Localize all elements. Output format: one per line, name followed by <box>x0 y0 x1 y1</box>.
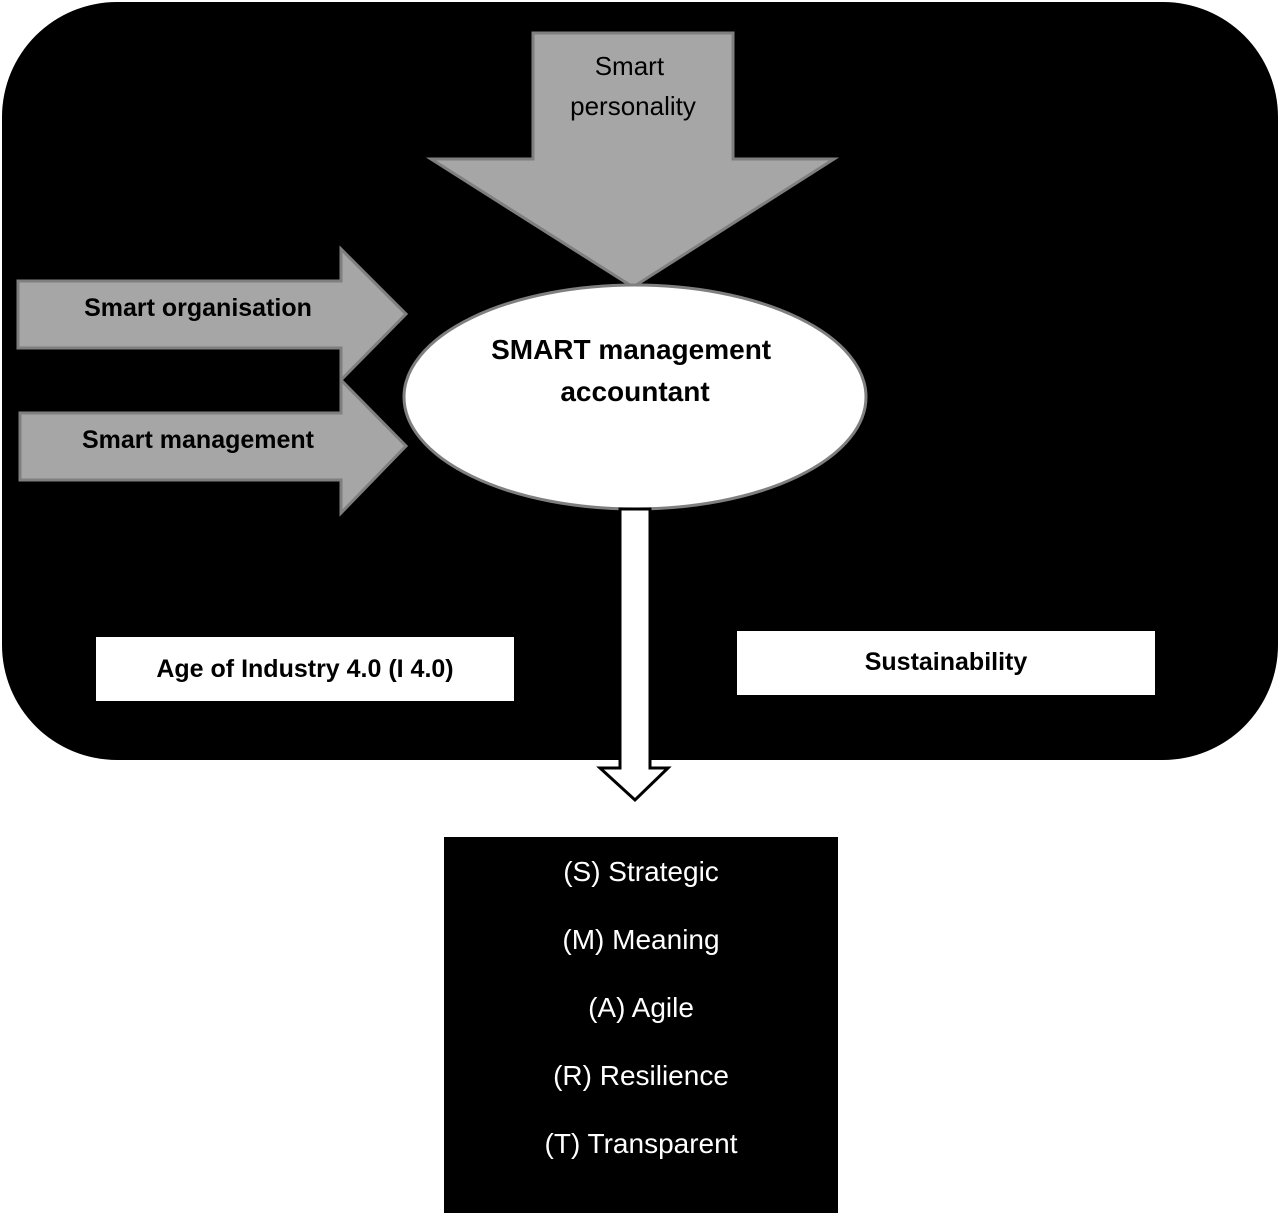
personality-line: personality <box>570 91 696 121</box>
outcome-item: (M) Meaning <box>562 924 719 955</box>
center-line: accountant <box>560 376 709 407</box>
outcome-item: (T) Transparent <box>545 1128 738 1159</box>
sustainability-label: Sustainability <box>865 648 1028 676</box>
management-arrow <box>18 376 409 517</box>
sustainability-box <box>737 631 1155 695</box>
personality-label: Smart personality <box>570 51 696 121</box>
industry-box <box>96 637 514 701</box>
industry-label: Age of Industry 4.0 (I 4.0) <box>156 655 453 683</box>
outcome-item: (R) Resilience <box>553 1060 729 1091</box>
organisation-arrow <box>16 245 409 384</box>
outcomes-list: (S) Strategic (M) Meaning (A) Agile (R) Res… <box>545 856 738 1159</box>
center-label: SMART management accountant <box>491 334 779 407</box>
outcome-item: (S) Strategic <box>563 856 719 887</box>
personality-arrow <box>425 31 840 289</box>
management-label: Smart management <box>82 426 315 454</box>
personality-line: Smart <box>595 51 665 81</box>
outcomes-box <box>444 837 838 1213</box>
center-line: SMART management <box>491 334 771 365</box>
outcome-item: (A) Agile <box>588 992 694 1023</box>
output-arrow <box>596 507 672 803</box>
organisation-label: Smart organisation <box>84 294 312 322</box>
